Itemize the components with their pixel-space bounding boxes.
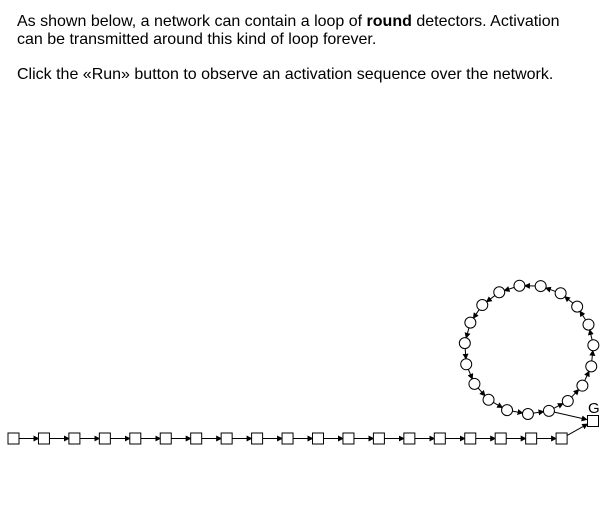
square-detector [555,432,568,445]
round-detector [476,299,489,312]
square-detector [525,432,538,445]
loop-connection-arrow [553,403,564,409]
round-detector [542,404,555,417]
loop-connection-arrow [485,295,496,303]
square-detector [433,432,446,445]
round-detector [534,280,547,293]
round-detector [521,407,534,420]
square-detector [372,432,385,445]
round-detector [482,393,495,406]
run-instruction: Click the «Run» button to observe an act… [17,66,554,83]
round-detector [585,360,598,373]
round-detector [582,318,595,331]
round-detector [576,379,589,392]
loop-connection-arrow [503,286,515,292]
square-detector [403,432,416,445]
square-detector [190,432,203,445]
square-detector [342,432,355,445]
square-detector [129,432,142,445]
square-detector [494,432,507,445]
loop-connection-arrow [493,401,504,408]
round-detector [513,279,526,292]
loop-connection-arrow [579,310,586,321]
round-detector [571,300,584,313]
round-detector [493,286,506,299]
loop-connection-arrow [533,409,545,416]
round-detector [464,316,477,329]
intro-paragraph: As shown below, a network can contain a … [17,13,587,49]
loop-connection-arrow [589,349,596,361]
round-detector [458,337,471,350]
loop-connection-arrow [464,327,471,339]
goal-label: G [588,400,600,417]
goal-connection-arrow [566,423,589,437]
loop-to-goal-arrow [554,411,588,422]
square-detector [159,432,172,445]
network-edges [19,282,596,442]
round-detector [554,287,567,300]
loop-connection-arrow [477,387,486,397]
intro-text-start: As shown below, a network can contain a … [17,13,367,30]
square-detector [220,432,233,445]
loop-connection-arrow [462,348,469,360]
square-detector [281,432,294,445]
square-detector [68,432,81,445]
loop-connection-arrow [472,309,480,319]
loop-connection-arrow [544,286,556,293]
intro-bold-word: round [366,13,412,30]
loop-connection-arrow [587,328,594,340]
intro-text-end: detectors. Activation can be transmitted… [17,13,560,48]
loop-connection-arrow [571,388,580,398]
square-detector [37,432,50,445]
goal-detector [587,415,599,427]
square-detector [98,432,111,445]
square-detector [251,432,264,445]
round-detector [561,395,574,408]
round-detector [468,377,481,390]
network-nodes [7,279,600,445]
square-detector [312,432,324,445]
loop-connection-arrow [564,296,574,304]
round-detector [587,339,600,352]
round-detector [501,404,514,417]
square-detector [464,432,477,445]
instructions: As shown below, a network can contain a … [17,13,587,84]
loop-connection-arrow [584,370,590,381]
loop-connection-arrow [467,369,474,380]
loop-connection-arrow [512,409,524,416]
round-detector [460,358,473,371]
square-detector [7,432,20,445]
